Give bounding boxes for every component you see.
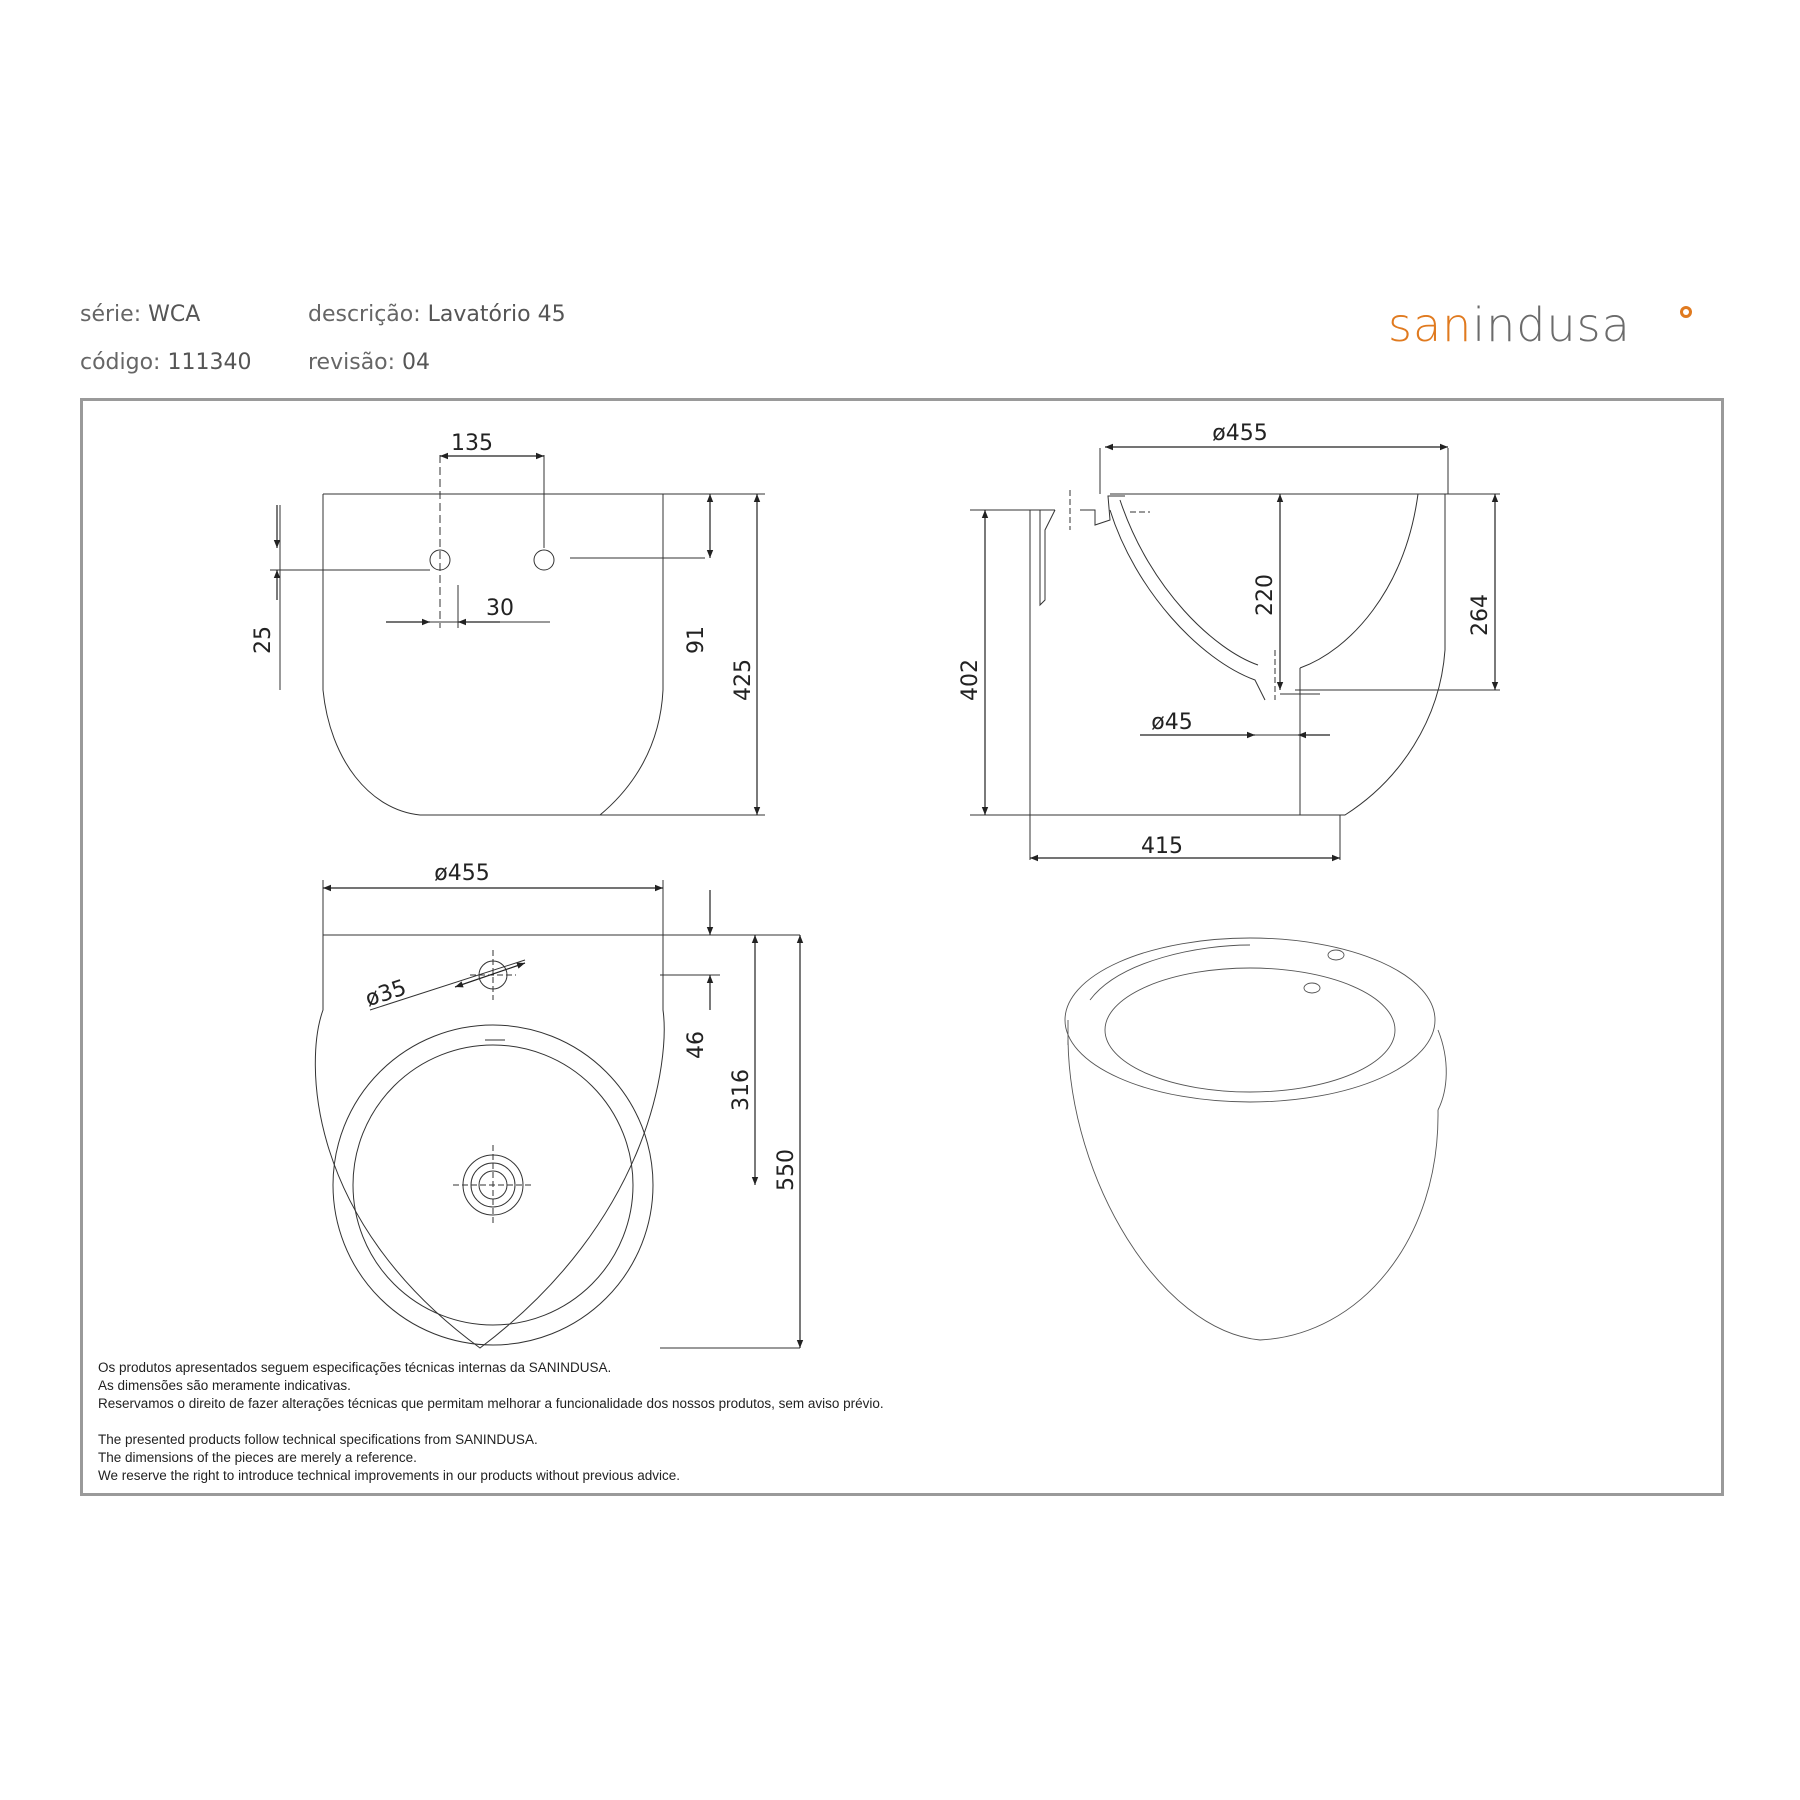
dim-35-line: [454, 962, 526, 988]
dim-46: 46: [684, 1031, 709, 1059]
dim-91: 91: [684, 626, 709, 654]
note-en-2: The dimensions of the pieces are merely …: [98, 1450, 417, 1465]
note-en-1: The presented products follow technical …: [98, 1432, 538, 1447]
dim-316: 316: [729, 1069, 754, 1111]
drawing-frame: [80, 398, 1724, 1496]
logo-san: san: [1388, 298, 1473, 352]
revisao-value: 04: [402, 350, 431, 375]
descricao-label: descrição:: [308, 302, 421, 327]
codigo-label: código:: [80, 350, 161, 375]
front-view: [270, 455, 765, 816]
dim-425: 425: [731, 659, 756, 701]
dim-220: 220: [1253, 574, 1278, 616]
dim-35: ø35: [362, 976, 409, 1013]
top-view: [314, 880, 800, 1349]
logo-dot-icon: [1680, 306, 1692, 318]
dim-455-section: ø455: [1212, 421, 1267, 446]
serie-label: série:: [80, 302, 142, 327]
note-pt-2: As dimensões são meramente indicativas.: [98, 1378, 351, 1393]
sanindusa-logo: sanindusa: [1388, 298, 1631, 352]
section-view: [970, 448, 1500, 860]
note-en-3: We reserve the right to introduce techni…: [98, 1468, 681, 1483]
serie-field: série: WCA: [80, 302, 200, 327]
revisao-label: revisão:: [308, 350, 396, 375]
dim-45: ø45: [1151, 710, 1192, 735]
logo-indusa: indusa: [1472, 298, 1631, 352]
dim-30: 30: [486, 596, 514, 621]
dim-455-top: ø455: [434, 861, 489, 886]
descricao-field: descrição: Lavatório 45: [308, 302, 566, 327]
revisao-field: revisão: 04: [308, 350, 430, 375]
codigo-value: 111340: [167, 350, 252, 375]
codigo-field: código: 111340: [80, 350, 251, 375]
dim-550: 550: [774, 1149, 799, 1191]
dim-25: 25: [251, 626, 276, 654]
note-pt-3: Reservamos o direito de fazer alterações…: [98, 1396, 884, 1411]
perspective-view: [1064, 937, 1447, 1341]
dim-415: 415: [1141, 834, 1183, 859]
serie-value: WCA: [148, 302, 201, 327]
dim-402: 402: [958, 659, 983, 701]
dim-135: 135: [451, 431, 493, 456]
dim-264: 264: [1468, 594, 1493, 636]
descricao-value: Lavatório 45: [427, 302, 566, 327]
note-pt-1: Os produtos apresentados seguem especifi…: [98, 1360, 612, 1375]
